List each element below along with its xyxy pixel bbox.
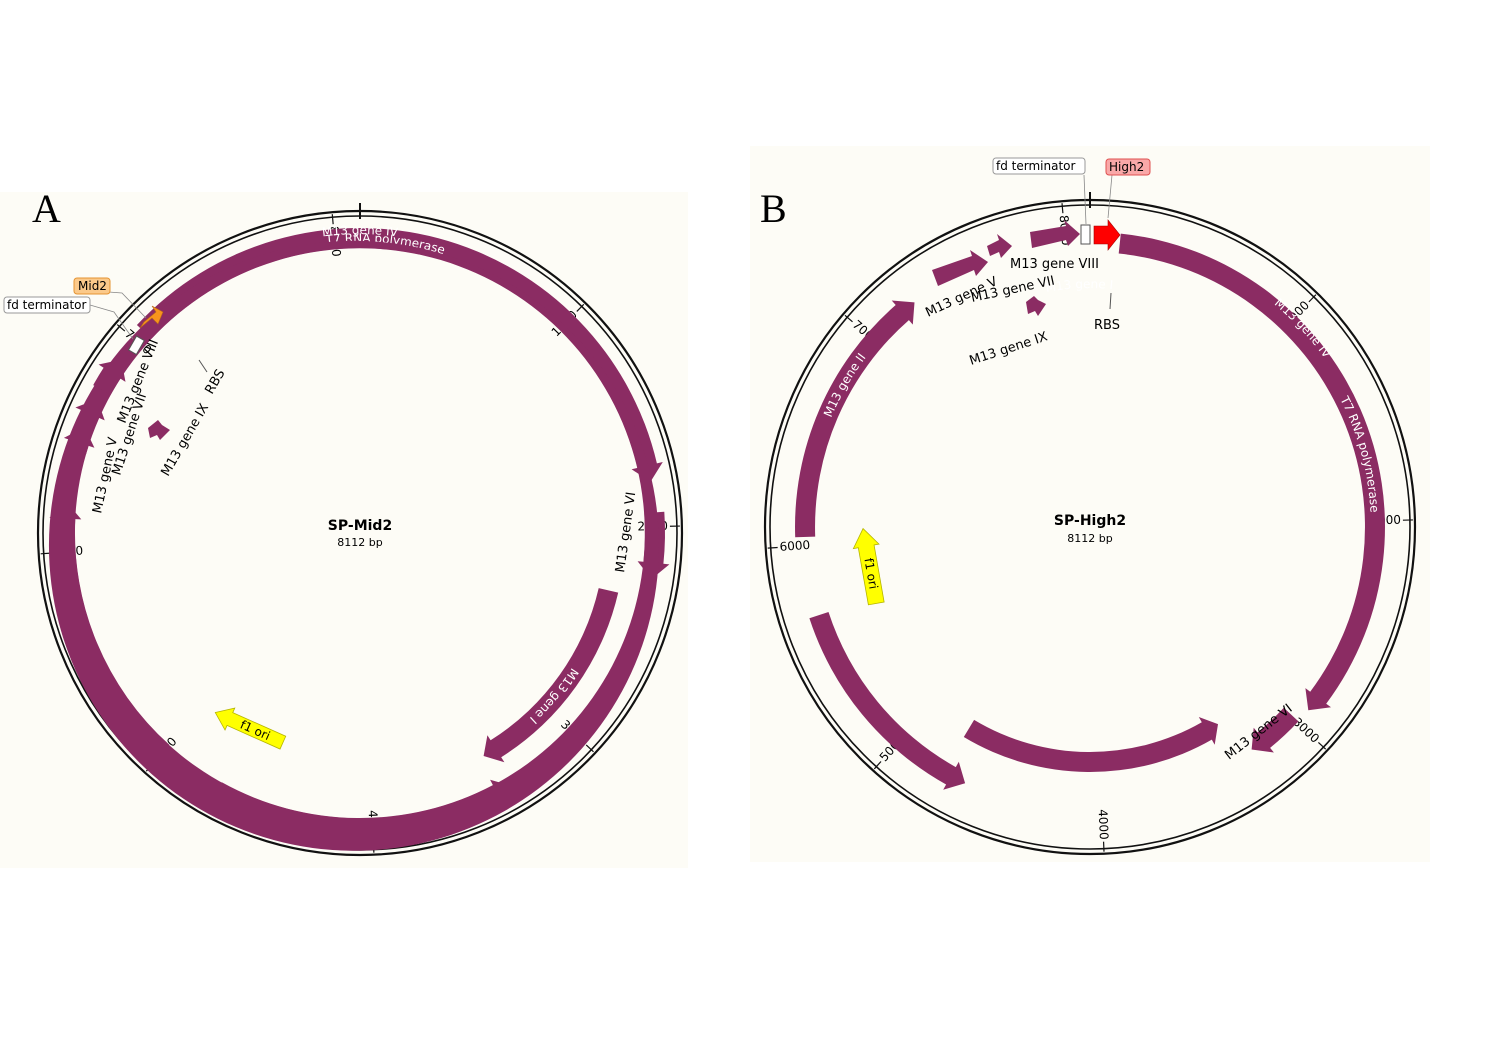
panel-b-plasmid-name: SP-High2 — [1054, 513, 1126, 529]
panel-a-gene9-arrow — [148, 420, 170, 440]
panel-b-gene9-arrow — [1026, 296, 1046, 316]
panel-b-rbs-tick — [1109, 292, 1112, 310]
panel-a-fd-label: fd terminator — [7, 298, 86, 312]
panel-b-tick-5000 — [873, 761, 882, 770]
panel-b-tick-1000 — [1308, 294, 1317, 303]
panel-a-gene4-label: M13 gene IV — [321, 223, 399, 239]
panel-b-fd-label: fd terminator — [996, 159, 1075, 173]
panel-b-tick-label-4000: 4000 — [1096, 809, 1111, 840]
panel-b-fd-callout — [1083, 174, 1087, 225]
panel-a-tick-6000 — [40, 552, 51, 555]
panel-b-tick-3000 — [1317, 741, 1327, 750]
panel-b-gene8-label: M13 gene VIII — [1010, 257, 1099, 272]
panel-b-gene8-arrow — [1030, 220, 1080, 248]
panel-a-rbs-tick — [198, 359, 208, 373]
panel-b-t7-arrow — [1118, 233, 1385, 711]
panel-a-tick-7000 — [116, 324, 126, 332]
panel-b: B 80001000200030004000500060007000 T7 RN… — [750, 146, 1430, 862]
panel-b-background — [750, 146, 1430, 862]
panel-b-fd-terminator-marker — [1080, 224, 1091, 245]
panel-b-gene1-arrow — [963, 717, 1218, 773]
panel-a-fd-callout — [89, 304, 134, 340]
panel-b-plasmid-size: 8112 bp — [1067, 532, 1112, 545]
panel-b-gene1-label: M13 gene I — [1044, 277, 1113, 295]
panel-b-tick-6000 — [767, 546, 778, 549]
panel-b-f1-ori: f1 ori — [852, 527, 885, 606]
panel-a-t7-arrow — [136, 228, 663, 482]
panel-b-letter: B — [760, 186, 787, 231]
panel-b-gene7-arrow — [987, 234, 1012, 258]
panel-b-high2-label: High2 — [1109, 160, 1144, 174]
panel-a-plasmid-size: 8112 bp — [337, 536, 382, 549]
panel-b-tick-8000 — [1061, 203, 1064, 214]
panel-b-rbs-label: RBS — [1094, 318, 1120, 333]
panel-a-f1-ori-arrow — [214, 707, 287, 750]
panel-b-gene4-arrow — [809, 612, 966, 790]
panel-a-fd-terminator-marker — [127, 335, 146, 356]
panel-b-high2-callout — [1107, 174, 1113, 219]
panel-a-letter: A — [32, 186, 61, 231]
panel-b-high2-label-box — [1105, 158, 1151, 176]
panel-a-gene8-arrow — [93, 359, 126, 395]
panel-a-gene1-arrow — [483, 588, 619, 763]
panel-b-gene6-arrow — [1251, 707, 1299, 753]
panel-a-plasmid-name: SP-Mid2 — [328, 518, 392, 534]
panel-b-tick-7000 — [844, 314, 853, 323]
panel-b-gene2-arrow — [795, 300, 915, 538]
panel-b-tick-label-6000: 6000 — [779, 538, 810, 554]
panel-a-tick-8000 — [331, 214, 334, 225]
panel-b-f1-ori-label: f1 ori — [861, 557, 880, 590]
panel-a-tick-1000 — [576, 303, 585, 312]
panel-a-mid2-label-box — [73, 277, 111, 295]
panel-a-mid2-label: Mid2 — [78, 279, 107, 293]
panel-b-high2-insert-arrow — [1093, 219, 1121, 251]
panel-a-fd-label-box — [3, 296, 91, 314]
panel-a: A 80001000200030004000500060007000 T7 RN… — [0, 186, 688, 868]
panel-b-f1-ori-arrow — [852, 527, 885, 606]
panel-a-mid2-insert-arrow — [139, 305, 164, 329]
panel-b-fd-label-box — [992, 157, 1086, 175]
panel-a-tick-3000 — [585, 744, 594, 753]
panel-b-gene5-arrow — [932, 250, 988, 286]
